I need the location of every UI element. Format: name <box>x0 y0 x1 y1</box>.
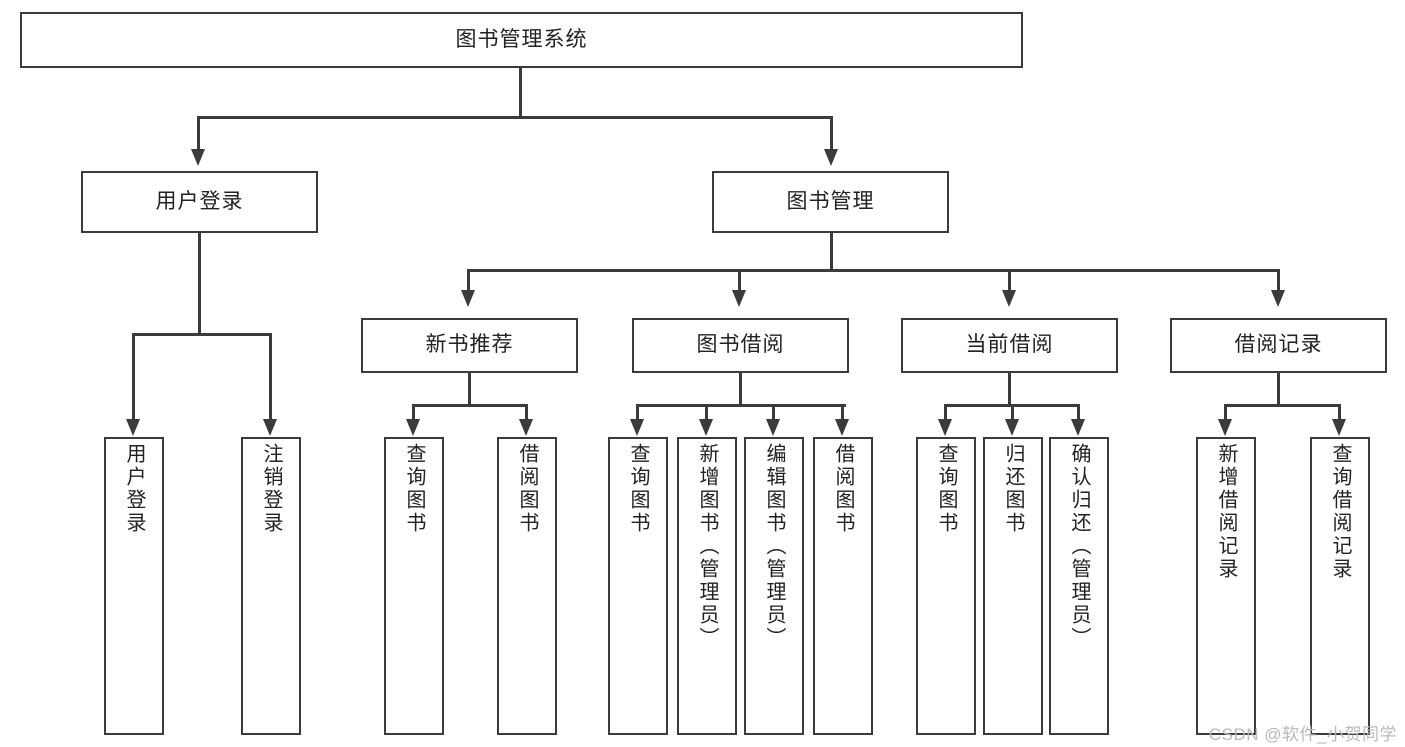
node-leaf-cur-confirm-return[interactable]: 确认归还（管理员） <box>1049 437 1109 735</box>
connector-bm-to-new-book-rec <box>467 269 470 291</box>
arrowhead-leaf-user-logout <box>263 419 277 436</box>
node-label: 查询借阅记录 <box>1329 443 1351 581</box>
connector-cb-drop-3 <box>1077 404 1080 421</box>
node-label: 查询图书 <box>403 443 425 535</box>
connector-br-drop-2 <box>1338 404 1341 421</box>
arrowhead-leaf-cur-return-book <box>1005 419 1019 436</box>
connector-user-login-to-leaf-1 <box>132 333 135 420</box>
arrowhead-leaf-user-login <box>126 419 140 436</box>
connector-bb-drop-4 <box>841 404 844 421</box>
node-leaf-rec-borrow-book[interactable]: 借阅图书 <box>497 437 557 735</box>
node-label: 用户登录 <box>123 443 145 535</box>
node-label: 查询图书 <box>627 443 649 535</box>
connector-cb-drop-1 <box>944 404 947 421</box>
connector-nbr-drop-2 <box>525 404 528 421</box>
connector-new-book-rec-stem <box>468 373 471 406</box>
node-label: 编辑图书（管理员） <box>763 443 785 650</box>
node-label: 图书借阅 <box>696 333 785 357</box>
node-label: 当前借阅 <box>965 333 1054 357</box>
connector-br-drop-1 <box>1224 404 1227 421</box>
connector-root-to-book-manage <box>830 116 833 149</box>
node-leaf-rec-query-book[interactable]: 查询图书 <box>384 437 444 735</box>
connector-borrow-record-bus <box>1224 404 1341 407</box>
node-leaf-borrow-borrow-book[interactable]: 借阅图书 <box>813 437 873 735</box>
arrowhead-leaf-borrow-edit-book <box>766 419 780 436</box>
arrowhead-user-login <box>191 149 205 166</box>
node-label: 借阅图书 <box>516 443 538 535</box>
arrowhead-leaf-cur-confirm-return <box>1071 419 1085 436</box>
node-label: 新书推荐 <box>425 333 514 357</box>
node-leaf-borrow-add-book[interactable]: 新增图书（管理员） <box>677 437 737 735</box>
node-user-login[interactable]: 用户登录 <box>81 171 318 233</box>
connector-bb-drop-3 <box>772 404 775 421</box>
node-leaf-borrow-query-book[interactable]: 查询图书 <box>608 437 668 735</box>
node-book-borrow[interactable]: 图书借阅 <box>632 318 849 373</box>
connector-book-manage-bus <box>467 269 1279 272</box>
node-current-borrow[interactable]: 当前借阅 <box>901 318 1118 373</box>
node-label: 注销登录 <box>260 443 282 535</box>
arrowhead-leaf-borrow-query-book <box>630 419 644 436</box>
arrowhead-book-borrow <box>732 290 746 307</box>
node-leaf-user-logout[interactable]: 注销登录 <box>241 437 301 735</box>
connector-bm-to-borrow-record <box>1277 269 1280 291</box>
connector-book-manage-stem <box>830 233 833 271</box>
connector-bb-drop-1 <box>636 404 639 421</box>
connector-user-login-bus <box>132 333 269 336</box>
connector-book-borrow-stem <box>739 373 742 406</box>
node-leaf-borrow-edit-book[interactable]: 编辑图书（管理员） <box>744 437 804 735</box>
connector-bm-to-book-borrow <box>738 269 741 291</box>
node-book-manage[interactable]: 图书管理 <box>712 171 949 233</box>
node-label: 查询图书 <box>935 443 957 535</box>
node-leaf-cur-return-book[interactable]: 归还图书 <box>983 437 1043 735</box>
connector-root-to-user-login <box>197 116 200 149</box>
connector-current-borrow-stem <box>1008 373 1011 406</box>
arrowhead-leaf-rec-borrow-book <box>519 419 533 436</box>
arrowhead-leaf-cur-query-book <box>938 419 952 436</box>
node-label: 图书管理系统 <box>455 27 588 51</box>
connector-root-stem <box>519 68 522 118</box>
node-label: 新增借阅记录 <box>1215 443 1237 581</box>
connector-borrow-record-stem <box>1277 373 1280 406</box>
node-label: 借阅图书 <box>832 443 854 535</box>
node-new-book-rec[interactable]: 新书推荐 <box>361 318 578 373</box>
arrowhead-borrow-record <box>1271 290 1285 307</box>
connector-book-borrow-bus <box>636 404 846 407</box>
node-label: 新增图书（管理员） <box>696 443 718 650</box>
connector-nbr-drop-1 <box>412 404 415 421</box>
arrowhead-current-borrow <box>1002 290 1016 307</box>
node-label: 用户登录 <box>155 189 244 213</box>
connector-bm-to-current-borrow <box>1008 269 1011 291</box>
arrowhead-new-book-rec <box>461 290 475 307</box>
node-root-system[interactable]: 图书管理系统 <box>20 12 1023 68</box>
connector-cb-drop-2 <box>1011 404 1014 421</box>
connector-user-login-to-leaf-2 <box>269 333 272 420</box>
arrowhead-leaf-borrow-borrow-book <box>835 419 849 436</box>
arrowhead-book-manage <box>824 149 838 166</box>
arrowhead-leaf-borrow-add-book <box>699 419 713 436</box>
connector-new-book-rec-bus <box>412 404 528 407</box>
node-leaf-cur-query-book[interactable]: 查询图书 <box>916 437 976 735</box>
node-leaf-rec-query-record[interactable]: 查询借阅记录 <box>1310 437 1370 735</box>
arrowhead-leaf-rec-query-book <box>406 419 420 436</box>
connector-bb-drop-2 <box>705 404 708 421</box>
node-label: 图书管理 <box>786 189 875 213</box>
arrowhead-leaf-rec-add-record <box>1218 419 1232 436</box>
node-leaf-user-login[interactable]: 用户登录 <box>104 437 164 735</box>
node-leaf-rec-add-record[interactable]: 新增借阅记录 <box>1196 437 1256 735</box>
arrowhead-leaf-rec-query-record <box>1332 419 1346 436</box>
node-label: 确认归还（管理员） <box>1068 443 1090 650</box>
node-borrow-record[interactable]: 借阅记录 <box>1170 318 1387 373</box>
connector-root-bus <box>197 116 833 119</box>
node-label: 归还图书 <box>1002 443 1024 535</box>
connector-user-login-stem <box>198 233 201 335</box>
node-label: 借阅记录 <box>1234 333 1323 357</box>
